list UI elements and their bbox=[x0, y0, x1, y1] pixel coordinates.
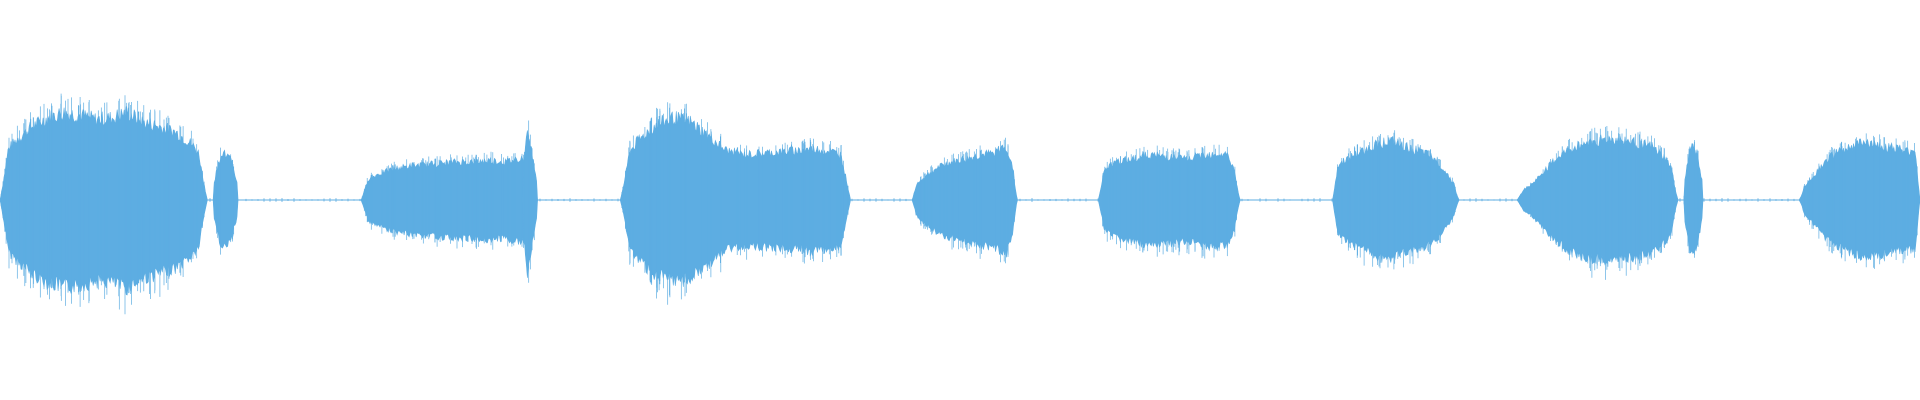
waveform-segment-burst-3 bbox=[619, 102, 851, 305]
waveform-segment-burst-5 bbox=[1097, 144, 1241, 259]
waveform-segment-burst-2 bbox=[360, 151, 538, 252]
waveform-segment-spike-2 bbox=[521, 120, 538, 283]
waveform-segment-click-1 bbox=[212, 147, 239, 255]
waveform-envelope bbox=[911, 144, 1018, 258]
waveform-envelope bbox=[521, 130, 538, 278]
waveform-segment-burst-1 bbox=[0, 93, 208, 315]
waveform-segment-click-7 bbox=[1683, 140, 1704, 258]
waveform-envelope bbox=[360, 155, 538, 246]
waveform-segment-burst-4 bbox=[911, 137, 1018, 264]
waveform-envelope bbox=[1683, 143, 1704, 255]
waveform-segment-burst-6 bbox=[1332, 130, 1460, 270]
waveform-envelope bbox=[1798, 138, 1920, 261]
waveform-envelope bbox=[619, 111, 851, 287]
waveform-segment-burst-8 bbox=[1798, 133, 1920, 269]
waveform-segment-burst-7 bbox=[1516, 126, 1679, 280]
waveform-envelope bbox=[212, 149, 239, 249]
